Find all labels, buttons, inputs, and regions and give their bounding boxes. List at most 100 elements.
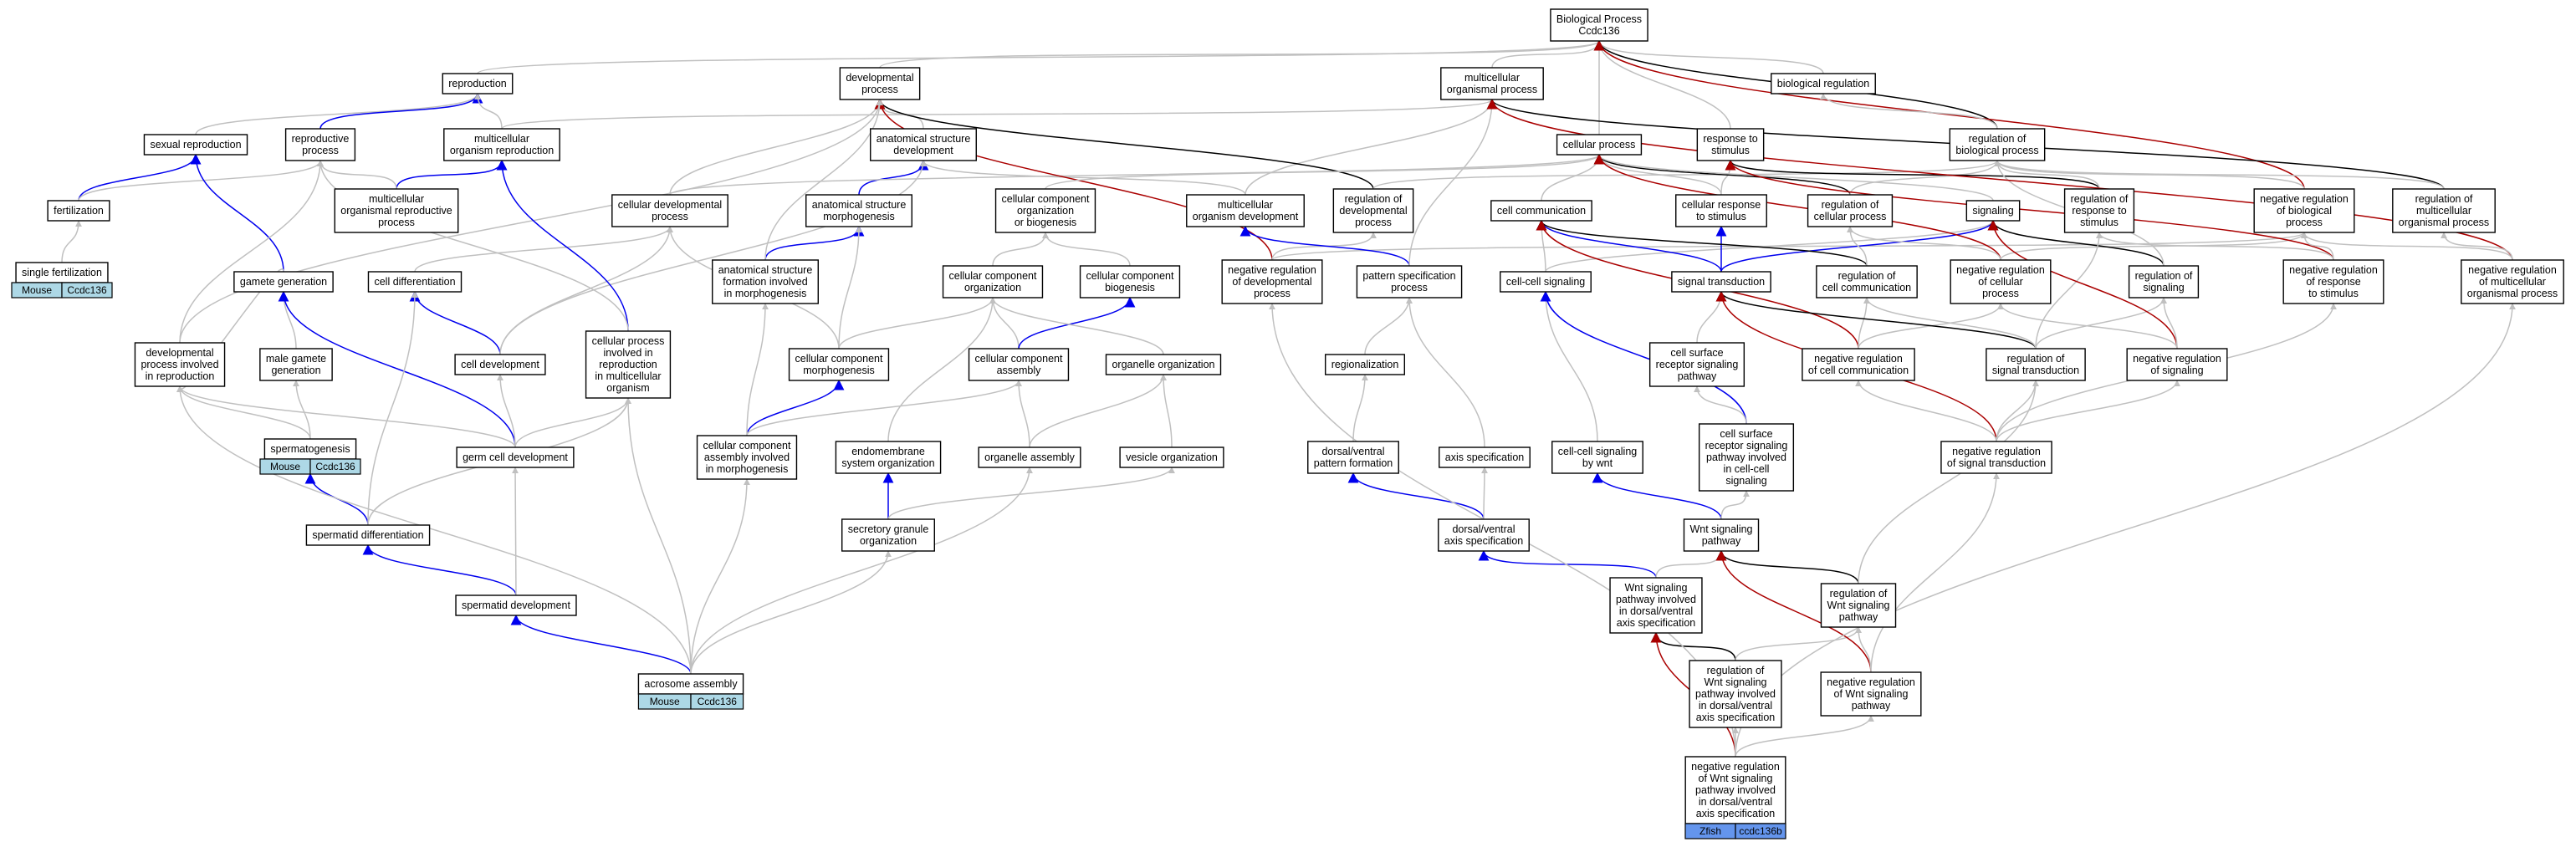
term-label: response to [2072,205,2126,217]
term-node-cellular-process[interactable]: cellular process [1556,134,1643,156]
term-box [1186,194,1305,227]
term-label: organelle organization [1112,359,1214,370]
term-node-sexual-reproduction[interactable]: sexual reproduction [143,134,248,156]
term-node-germ-cell-development[interactable]: germ cell development [456,446,575,468]
species-label: Mouse [22,284,52,296]
term-node-fertilization[interactable]: fertilization [47,200,110,222]
edge-is-a [887,297,996,442]
annotation-badge[interactable]: Mouse Ccdc136 [11,282,113,298]
term-node-cell-development[interactable]: cell development [454,354,546,375]
term-node-signaling[interactable]: signaling [1965,200,2021,222]
term-box [1965,200,2021,222]
edge-negatively-regulates [1593,153,2001,261]
edge-is-a [1994,160,2445,190]
edge-is-a [179,160,324,344]
term-label: in reproduction [146,370,215,382]
term-node-cell-cell-signaling[interactable]: cell-cell signaling [1500,271,1592,293]
term-node-cell-communication[interactable]: cell communication [1490,200,1592,222]
term-node-organelle-organization[interactable]: organelle organization [1105,354,1222,375]
term-node-spermatid-differentiation[interactable]: spermatid differentiation [305,524,431,546]
gene-label: Ccdc136 [67,284,107,296]
term-node-spermatid-development[interactable]: spermatid development [455,594,577,616]
term-label: morphogenesis [803,365,874,376]
term-label: regulation of [2135,270,2193,282]
term-box [1689,660,1782,728]
term-node-signal-transduction[interactable]: signal transduction [1671,271,1771,293]
term-label: multicellular [2416,205,2471,217]
term-box [2128,265,2200,298]
term-node-vesicle-organization[interactable]: vesicle organization [1119,446,1224,468]
term-node-organelle-assembly[interactable]: organelle assembly [978,446,1081,468]
edge-is-a [764,99,883,261]
gene-cell [61,282,113,298]
edge-is-a [746,380,1022,436]
edge-regulates [874,98,1374,190]
term-node-cell-differentiation[interactable]: cell differentiation [367,271,463,293]
term-node-biological-regulation[interactable]: biological regulation [1771,73,1876,94]
term-label: Wnt signaling [1704,676,1766,688]
term-node-gamete-generation[interactable]: gamete generation [233,271,334,293]
term-node-axis-specification[interactable]: axis specification [1439,446,1531,468]
term-node-reproduction[interactable]: reproduction [442,73,514,94]
term-node-regionalization[interactable]: regionalization [1324,354,1406,375]
